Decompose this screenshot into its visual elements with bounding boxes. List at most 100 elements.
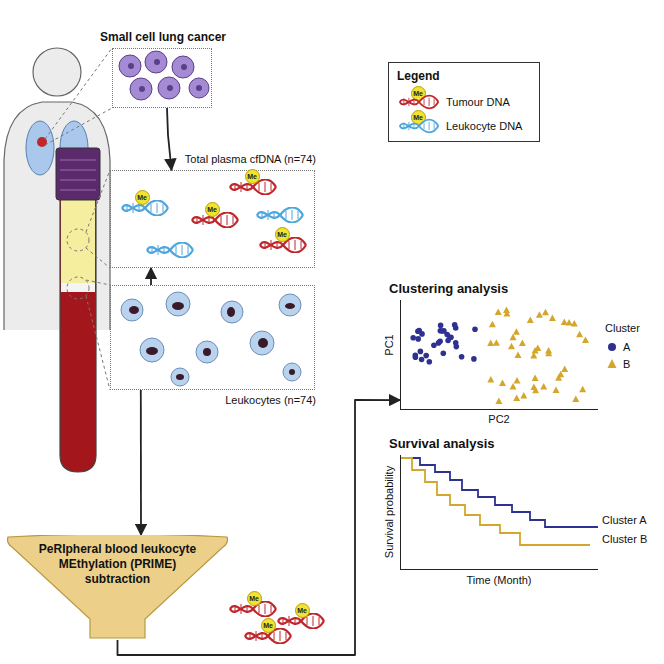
survival-curves <box>401 458 598 545</box>
scatter-points <box>510 383 517 390</box>
methyl-mark: Me <box>275 227 290 242</box>
scatter-points <box>536 311 543 318</box>
methyl-mark: Me <box>247 591 262 606</box>
legend-swatch <box>398 118 440 134</box>
legend-row: A <box>607 339 630 355</box>
scatter-points <box>582 336 589 343</box>
leukocyte-cells <box>285 303 295 309</box>
scatter-points <box>549 314 556 321</box>
blood-tube <box>61 283 95 292</box>
tumour-cell-box: Small cell lung cancer <box>112 48 212 108</box>
legend-swatch <box>607 339 617 355</box>
leukocyte-box: Leukocytes (n=74) <box>110 285 315 390</box>
tumour-cells <box>130 78 152 100</box>
leukocyte-cells <box>227 307 235 317</box>
legend-swatch <box>608 343 616 351</box>
scatter-points <box>534 345 541 352</box>
flow-arrow <box>118 400 401 655</box>
person-figure <box>45 48 112 145</box>
person-figure <box>26 121 54 175</box>
node-heading: Clustering analysis <box>389 281 589 296</box>
scatter-points <box>413 354 419 360</box>
node-heading: Legend <box>397 69 517 84</box>
node-heading: PeRIpheral blood leukocyte MEthylation (… <box>35 542 200 587</box>
methyl-mark: Me <box>245 169 260 184</box>
leukocyte-cells <box>250 331 274 355</box>
methyl-mark: Me <box>205 202 220 217</box>
scatter-points <box>441 351 447 357</box>
legend-swatch <box>607 356 617 372</box>
person-figure <box>33 48 81 96</box>
legend-row: Leukocyte DNA <box>398 118 522 134</box>
leukocyte-cells <box>146 347 158 355</box>
axis-label: Cluster <box>605 322 640 335</box>
leukocyte-cells <box>283 363 301 381</box>
scatter-points <box>513 395 520 402</box>
methyl-mark: Me <box>261 618 276 633</box>
tumour-cells <box>145 51 167 73</box>
tumour-cells <box>172 56 194 78</box>
blood-tube <box>61 199 95 283</box>
scatter-points <box>423 353 429 359</box>
legend-swatch <box>400 96 439 109</box>
node-heading: Survival analysis <box>389 436 589 451</box>
tumour-cells <box>196 85 202 91</box>
leukocyte-cells <box>196 341 218 363</box>
legend-row: Tumour DNA <box>398 94 510 110</box>
scatter-points <box>532 375 539 382</box>
axis-label: PC2 <box>488 413 509 426</box>
scatter-plot: Clustering analysis <box>400 300 598 410</box>
scatter-points <box>438 323 444 329</box>
scatter-points <box>472 326 478 332</box>
leukocyte-cells <box>121 292 301 386</box>
leukocyte-cells <box>129 302 295 380</box>
scatter-points <box>410 335 416 341</box>
scatter-points <box>542 309 549 316</box>
scatter-points <box>572 396 579 403</box>
plasma-dna <box>257 208 303 223</box>
tumour-cells <box>158 77 180 99</box>
scatter-points <box>540 383 547 390</box>
legend-swatch <box>608 359 617 368</box>
blood-tube <box>67 277 89 299</box>
scatter-points <box>579 386 586 393</box>
legend-text: Tumour DNA <box>446 96 510 109</box>
axis-label: Survival probability <box>383 466 396 558</box>
subtracted-dna <box>230 602 324 644</box>
scatter-points <box>419 357 425 363</box>
scatter-points <box>418 349 424 355</box>
tumour-cells <box>119 51 209 100</box>
node-heading: Leukocytes (n=74) <box>111 393 316 408</box>
leukocyte-cells <box>289 369 295 375</box>
scatter-points <box>439 328 445 334</box>
node-heading: Small cell lung cancer <box>93 30 233 45</box>
leukocyte-cells <box>279 294 301 316</box>
axis-label: Time (Month) <box>467 574 532 587</box>
leukocyte-cells <box>121 299 143 321</box>
blood-tube <box>86 170 110 390</box>
tumour-cells <box>128 63 134 69</box>
tumour-cells <box>119 55 141 77</box>
leukocyte-cells <box>258 338 268 348</box>
scatter-points <box>561 365 568 372</box>
scatter-points <box>495 308 502 315</box>
scatter-points <box>431 343 437 349</box>
node-heading: Total plasma cfDNA (n=74) <box>111 152 316 167</box>
funnel-shape <box>8 535 228 638</box>
leukocyte-cells <box>140 338 164 362</box>
leukocyte-cells <box>171 368 189 386</box>
leukocyte-cells <box>176 374 184 380</box>
scatter-points <box>508 343 515 350</box>
scatter-points <box>453 325 459 331</box>
scatter-points <box>489 321 496 328</box>
tumour-cells <box>128 59 202 92</box>
scatter-points <box>566 319 573 326</box>
survival-curves <box>401 458 598 527</box>
scatter-points <box>416 328 422 334</box>
plasma-box: Total plasma cfDNA (n=74) <box>110 170 315 268</box>
flow-arrow <box>167 108 172 170</box>
legend-swatch <box>398 94 440 110</box>
scatter-points <box>576 331 583 338</box>
scatter-points <box>459 354 465 360</box>
leukocyte-cells <box>166 292 190 316</box>
